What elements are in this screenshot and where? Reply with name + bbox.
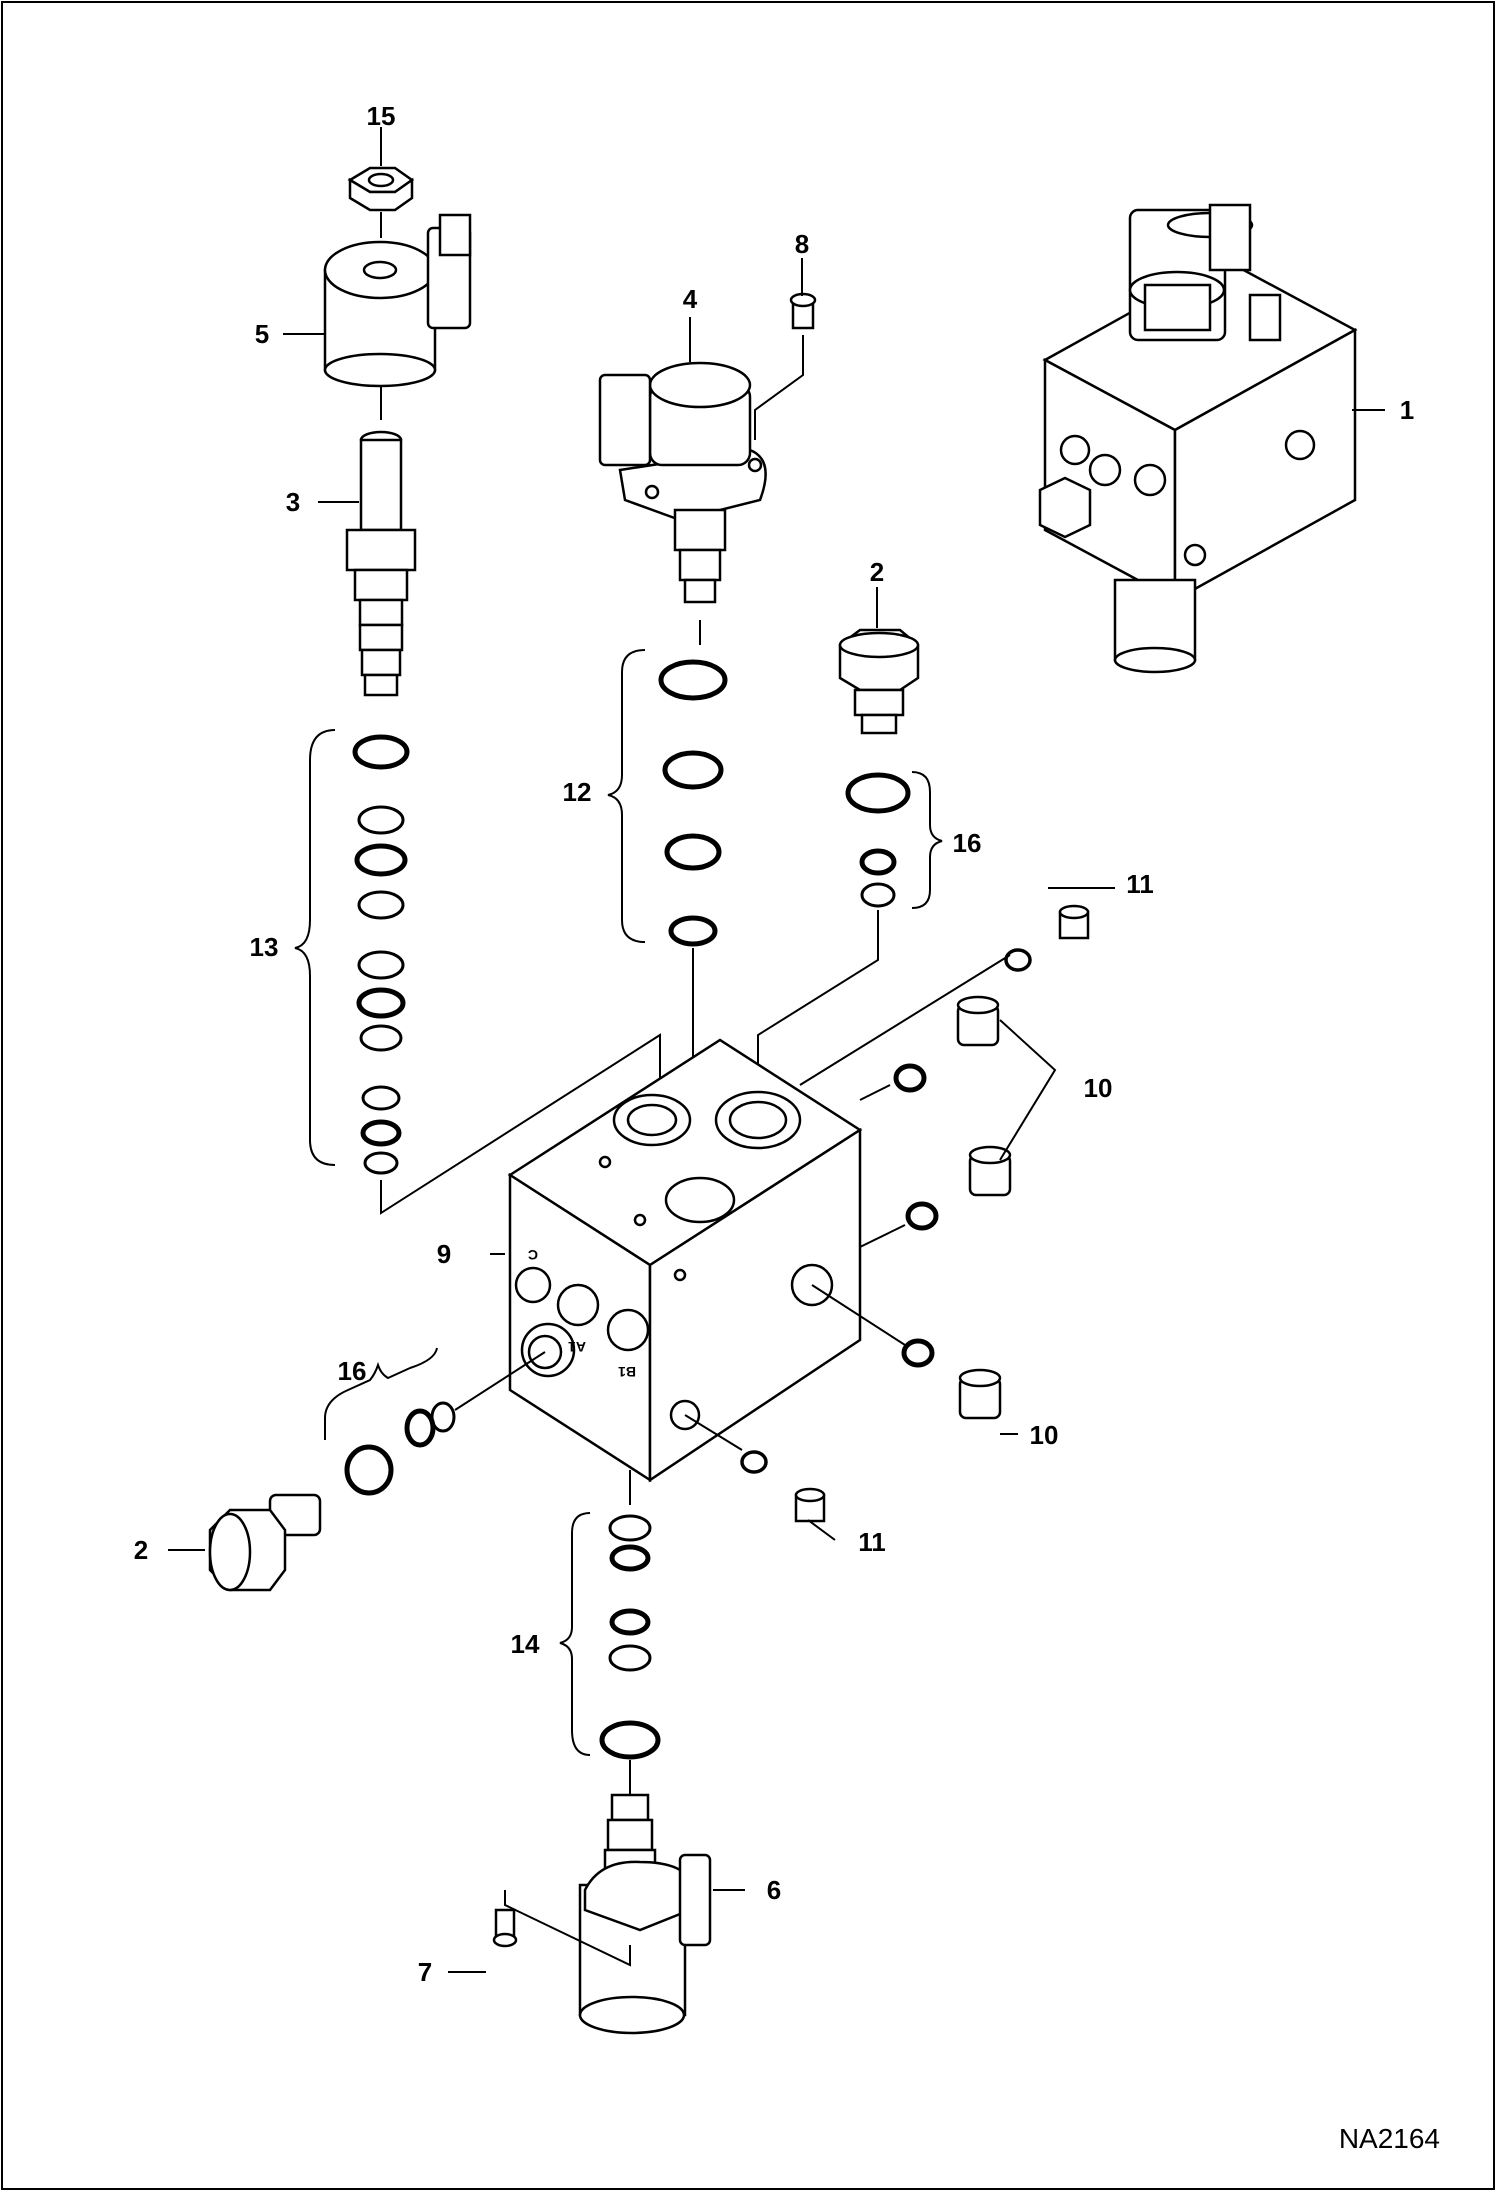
callout-14: 14 [511,1629,540,1659]
port-mark-a1: A1 [568,1339,586,1355]
callout-8: 8 [795,229,809,259]
callout-leaders [168,127,1385,1973]
relief-cartridge-left [208,1493,322,1592]
screw-top [789,292,817,330]
plug-10-bottom [958,1368,1002,1420]
screw-bottom [492,1908,518,1948]
port-mark-b1: B1 [618,1364,636,1380]
callout-16-top: 16 [953,828,982,858]
callout-15: 15 [367,101,396,131]
callout-11-bottom: 11 [858,1527,886,1557]
solenoid-valve [598,361,767,604]
callout-2-top: 2 [870,557,884,587]
callout-12: 12 [563,777,592,807]
callout-labels: 15 8 4 5 1 3 2 12 16 11 13 10 9 16 10 11… [134,101,1414,1987]
o-ring-stack-14 [599,1514,661,1760]
callout-7: 7 [418,1957,432,1987]
callout-10-top: 10 [1084,1073,1113,1103]
nut [347,166,415,212]
solenoid-valve-bottom [578,1793,712,2035]
callout-9: 9 [437,1239,451,1269]
callout-13: 13 [250,932,279,962]
callout-2-left: 2 [134,1535,148,1565]
plug-10-middle [968,1145,1012,1197]
plug-10-top [956,995,1000,1047]
plug-11-bottom [794,1487,826,1523]
o-ring-stack-16-top [845,772,911,908]
cartridge-valve [345,430,417,697]
port-mark-c: C [528,1247,538,1263]
callout-10-bottom: 10 [1030,1420,1059,1450]
o-ring-stack-13 [352,734,410,1175]
callout-1: 1 [1400,395,1414,425]
port-markings: C A1 B1 [528,1247,636,1380]
o-ring-stack-12 [658,659,728,947]
relief-cartridge-top [838,628,920,735]
solenoid-coil [323,213,472,388]
callout-5: 5 [255,319,269,349]
valve-body [507,1038,863,1483]
assembled-valve-illustration [1038,203,1358,674]
callout-16-left: 16 [338,1356,367,1386]
callout-3: 3 [286,487,300,517]
drawing-code: NA2164 [1339,2123,1440,2154]
callout-4: 4 [683,284,698,314]
callout-11-top: 11 [1126,869,1154,899]
plug-11-top [1058,904,1090,940]
callout-6: 6 [767,1875,781,1905]
